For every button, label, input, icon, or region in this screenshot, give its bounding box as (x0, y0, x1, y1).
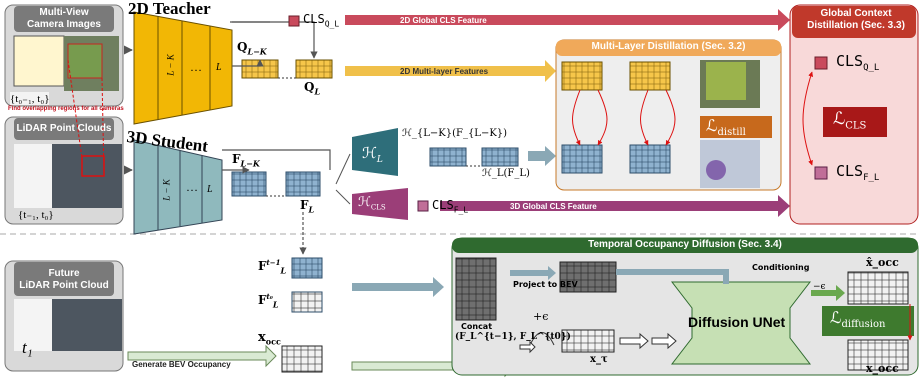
head-l-expr: ℋ_L(F_L) (482, 168, 530, 179)
arrow-2d-global-label: 2D Global CLS Feature (400, 16, 487, 25)
temporal-feature-prev (291, 257, 323, 279)
global-cls-q: CLSQ_L (836, 52, 880, 73)
temporal-now-label: Ft₀L (258, 292, 279, 310)
future-time-label: t₁ (22, 338, 33, 357)
camera-input-panel (4, 4, 124, 107)
x-tau-label: x_τ (590, 354, 608, 365)
cls-loss: ℒCLS (833, 109, 867, 132)
conditioning-label: Conditioning (752, 263, 810, 272)
head-cls-label: ℋCLS (358, 195, 386, 212)
diffusion-unet-label: Diffusion UNet (688, 314, 786, 330)
generate-bev-label: Generate BEV Occupancy (132, 360, 231, 369)
q-l-label: QL (304, 80, 321, 97)
x-occ-grid (281, 345, 323, 373)
camera-input-title: Multi-View Camera Images (27, 7, 101, 30)
diffusion-loss: ℒdiffusion (830, 308, 886, 331)
diffusion-panel (451, 237, 919, 376)
f-lk-label: FL−K (232, 152, 260, 169)
global-cls-f: CLSF_L (836, 162, 880, 183)
student-network (133, 139, 223, 235)
diffusion-panel-title: Temporal Occupancy Diffusion (Sec. 3.4) (588, 239, 782, 250)
teacher-title: 2D Teacher (128, 0, 211, 18)
distill-loss: ℒdistill (706, 116, 746, 139)
head-l-label: ℋL (362, 144, 383, 165)
temporal-feature-now (291, 291, 323, 313)
camera-time-label: {t₀₋₁, t₀} (10, 92, 50, 105)
x-occ-target-label: x_occ (866, 362, 899, 375)
arrow-2d-multi-label: 2D Multi-layer Features (400, 67, 489, 76)
arrow-2d-global (345, 9, 790, 31)
diffusion-loss-box (822, 306, 914, 336)
projection-head-l (352, 128, 398, 176)
teacher-cls-label: CLSQ_L (303, 12, 340, 29)
x-hat-label: x̂_occ (866, 256, 899, 269)
arrow-3d-global (440, 195, 790, 217)
arrow-2d-multi (345, 60, 556, 82)
x-occ-label: xocc (258, 330, 281, 347)
future-input-title: Future LiDAR Point Cloud (19, 268, 109, 291)
lidar-input-panel (4, 116, 124, 225)
teacher-network (133, 11, 233, 125)
multi-layer-panel (555, 39, 782, 191)
student-cls-label: CLSF_L (432, 198, 469, 215)
arrow-3d-global-label: 3D Global CLS Feature (510, 202, 597, 211)
teacher-layer-label: L − K (165, 54, 176, 76)
student-layer-label: L − K (161, 179, 172, 201)
overlap-note: Find overlapping regions for all cameras (8, 106, 124, 112)
global-context-panel (789, 4, 919, 225)
diffusion-unet-shape (670, 281, 812, 365)
global-panel-title: Global Context Distillation (Sec. 3.3) (807, 8, 905, 31)
student-cls-cube (417, 200, 429, 212)
minus-eps-label: −ϵ (813, 282, 826, 292)
teacher-cls-cube (288, 15, 300, 27)
teacher-feature-l (295, 59, 333, 79)
q-lk-label: QL−K (237, 40, 267, 57)
teacher-dots: … (190, 60, 202, 74)
lidar-input-title: LiDAR Point Clouds (16, 123, 112, 134)
lidar-time-label: {t₋₁, t₀} (18, 209, 54, 221)
projection-head-cls (352, 188, 408, 220)
distill-loss-box (700, 116, 772, 138)
student-feature-l (285, 171, 321, 197)
noise-label: +ϵ (533, 310, 549, 323)
student-last-layer: L (207, 184, 213, 195)
f-l-label: FL (300, 198, 315, 215)
project-bev-label: Project to BEV (513, 280, 578, 289)
teacher-last-layer: L (216, 62, 222, 73)
concat-label: Concat (461, 322, 493, 331)
future-input-panel (4, 260, 124, 372)
head-lk-expr: ℋ_{L−K}(F_{L−K}) (402, 128, 508, 139)
temporal-prev-label: Ft−1L (258, 258, 287, 276)
student-dots: … (186, 180, 198, 194)
multi-layer-title: Multi-Layer Distillation (Sec. 3.2) (591, 41, 746, 52)
concat-expr: (F_L^{t−1}, F_L^{t0}) (455, 332, 571, 342)
student-feature-lk (231, 171, 267, 197)
